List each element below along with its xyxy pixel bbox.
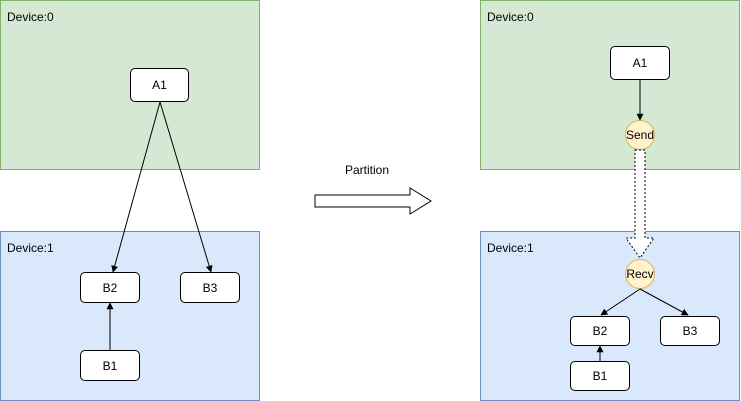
left-node-a1[interactable]: A1	[130, 68, 189, 102]
right-edge-recv-b3	[639, 288, 689, 316]
right-node-b3[interactable]: B3	[660, 316, 720, 346]
left-device0-label: Device:0	[7, 10, 54, 24]
left-node-b1[interactable]: B1	[80, 350, 140, 381]
recv-node[interactable]: Recv	[625, 259, 655, 289]
send-node[interactable]: Send	[625, 120, 655, 150]
right-node-b2[interactable]: B2	[570, 316, 630, 346]
right-edge-recv-b2	[600, 288, 641, 316]
left-edge-a1-b2	[111, 101, 161, 273]
left-edge-a1-b3	[159, 101, 213, 273]
right-device1-label: Device:1	[487, 241, 534, 255]
partition-label: Partition	[345, 163, 390, 177]
left-device1-label: Device:1	[7, 241, 54, 255]
partition-arrow	[314, 187, 432, 215]
right-node-b1[interactable]: B1	[570, 361, 630, 391]
right-device0-label: Device:0	[487, 10, 534, 24]
right-device0-region: Device:0	[480, 0, 740, 170]
left-node-b3[interactable]: B3	[180, 272, 240, 303]
right-node-a1[interactable]: A1	[610, 46, 670, 80]
send-recv-dashed-arrow	[625, 149, 655, 259]
